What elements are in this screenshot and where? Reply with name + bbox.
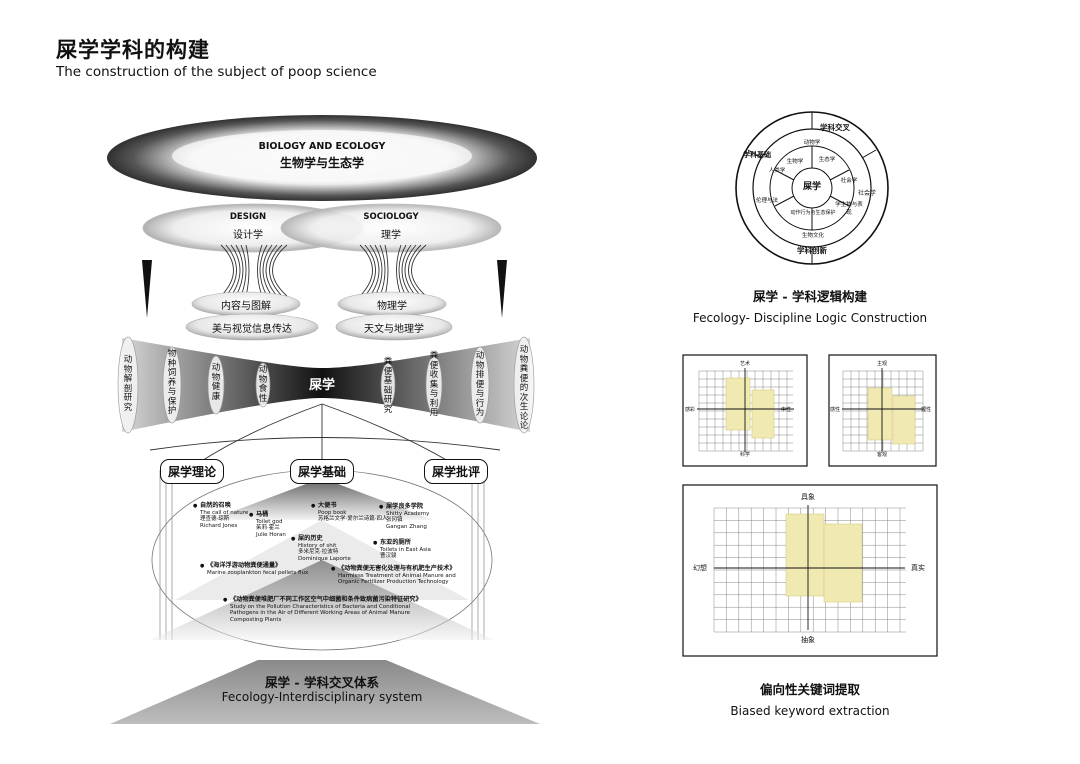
logic-center: 屎学 [802,182,821,192]
bottom-title-en: Fecology-Interdisciplinary system [221,690,423,704]
sociology-sub-1: 物理学 [377,301,407,312]
sociology-ellipse [280,203,502,253]
band-left-2: 物种饲养与保护 [167,349,177,416]
chart2-right: 理性 [920,407,931,413]
logic-outer-1: 学科交叉 [820,123,850,132]
big-keyword-chart [682,484,938,657]
sociology-sub-ellipse-2 [335,313,453,341]
band-left-4: 动物食性 [258,365,268,404]
page-subtitle: The construction of the subject of poop … [56,64,377,80]
band-left-3: 动物健康 [211,363,221,402]
bias-caption-en: Biased keyword extraction [730,704,890,718]
design-label-cn: 设计学 [233,230,263,241]
band-left-1: 动物解剖研究 [123,355,133,413]
chart1-right: 中性 [780,407,791,413]
base-trapezoid [110,660,540,724]
chart1-left: 感彩 [684,407,695,413]
branch-theory: 屎学理论 [160,459,225,484]
logic-outer-3: 学科创新 [797,246,827,255]
list-item: 《海洋浮游动物粪便通量》Marine zooplankton fecal pel… [200,562,308,576]
list-item: 《动物粪便堆肥厂不同工作区空气中细菌和条件致病菌污染特征研究》Study on … [223,596,430,623]
design-sub-2: 美与视觉信息传达 [212,324,292,335]
chart2-left: 感性 [829,407,840,413]
sociology-label-cn: 理学 [381,230,401,241]
band-right-1: 粪便基础研究 [383,357,393,415]
band-right-4: 动物粪便的次生论论 [519,345,529,431]
biology-label-en: BIOLOGY AND ECOLOGY [258,141,386,152]
chart1-bottom: 科学 [739,452,750,458]
branch-critique: 屎学批评 [424,459,489,484]
big-chart-right: 真实 [911,564,925,572]
biology-label-cn: 生物学与生态学 [279,156,364,170]
big-chart-bottom: 抽象 [801,636,815,644]
logic-caption: 屎学 - 学科逻辑构建 Fecology- Discipline Logic C… [690,286,930,325]
chart2-bottom: 客观 [876,452,887,458]
bias-caption: 偏向性关键词提取 Biased keyword extraction [690,679,930,718]
bias-caption-cn: 偏向性关键词提取 [759,682,860,697]
page-title: 屎学学科的构建 [56,38,210,62]
logic-inner-8: 伦理与法 [755,198,778,204]
left-wedge [142,260,152,318]
chart1-top: 艺术 [739,361,750,367]
big-chart-top: 具象 [801,493,815,501]
band-right-2: 粪便收集与利用 [429,351,439,418]
logic-inner-3: 人类学 [768,168,786,174]
logic-inner-5: 社会学 [840,178,858,184]
design-bundle [220,244,288,297]
logic-inner-6: 动作行为与生态保护 [790,210,836,216]
logic-inner-2: 生态学 [818,157,836,163]
sociology-bundle [359,244,427,297]
logic-outer-4: 社会学 [857,190,876,197]
logic-caption-cn: 屎学 - 学科逻辑构建 [753,289,867,304]
small-chart-1 [682,354,808,467]
logic-circle [735,111,889,265]
bottom-title-cn: 屎学 - 学科交叉体系 [265,675,379,690]
list-item: 《动物粪便无害化处理与有机肥生产技术》Harmless Treatment of… [331,565,478,586]
logic-inner-7: 生物文化 [801,233,824,239]
sociology-label-en: SOCIOLOGY [363,212,419,222]
logic-inner-9: 学生物与表现 [835,202,863,216]
big-chart-left: 幻想 [693,564,707,572]
logic-caption-en: Fecology- Discipline Logic Construction [692,311,928,325]
design-label-en: DESIGN [229,212,267,222]
logic-inner-1: 动物学 [803,140,821,146]
logic-outer-2: 学科基础 [743,151,771,159]
band-right-3: 动物排便与行为 [475,351,485,418]
chart2-top: 主观 [876,361,887,367]
sociology-sub-2: 天文与地理学 [364,324,424,335]
design-sub-1: 内容与图解 [221,301,271,312]
design-sub-ellipse-2 [185,313,319,341]
right-wedge [497,260,507,318]
small-chart-2 [828,354,937,467]
logic-inner-4: 生物学 [786,159,804,165]
branch-foundation: 屎学基础 [290,459,355,484]
center-label: 屎学 [308,378,335,393]
